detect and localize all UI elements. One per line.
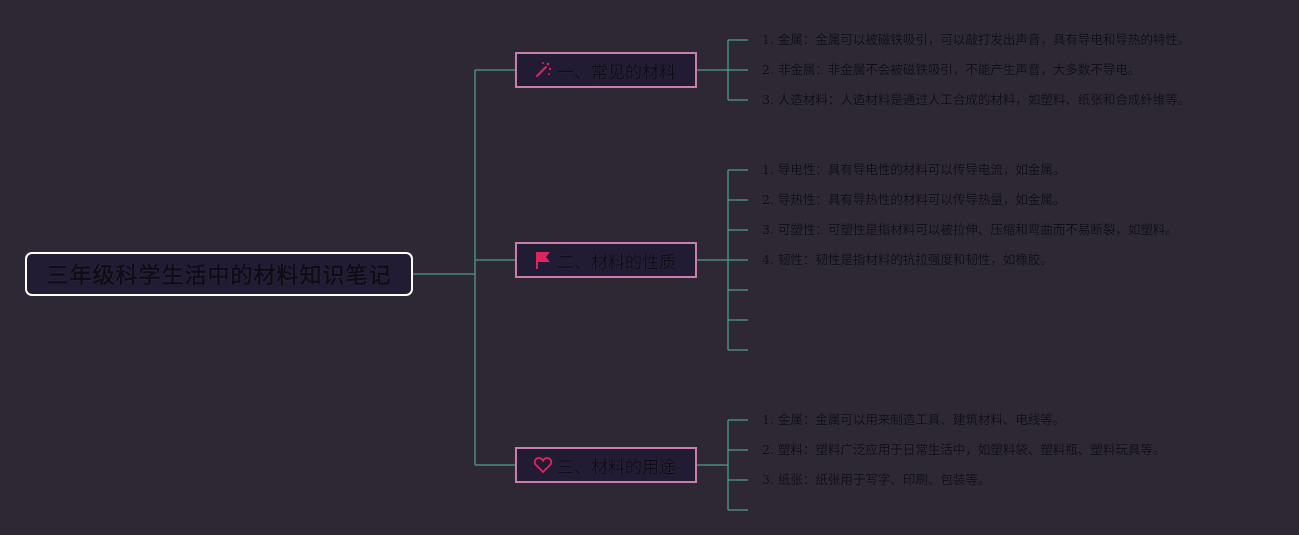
branch-node-common-materials[interactable]: 一、常见的材料	[515, 52, 697, 88]
branch-label: 二、材料的性质	[557, 252, 676, 273]
root-title: 三年级科学生活中的材料知识笔记	[46, 264, 392, 289]
leaf-node[interactable]: 4. 韧性：韧性是指材料的抗拉强度和韧性，如橡胶。	[762, 252, 1053, 267]
branch-node-material-properties[interactable]: 二、材料的性质	[515, 242, 697, 278]
leaf-node[interactable]: 1. 金属：金属可以被磁铁吸引，可以敲打发出声音，具有导电和导热的特性。	[762, 32, 1191, 47]
leaf-node[interactable]: 2. 塑料：塑料广泛应用于日常生活中，如塑料袋、塑料瓶、塑料玩具等。	[762, 442, 1166, 457]
branch-label: 三、材料的用途	[557, 457, 676, 478]
sparkle-wand-icon	[533, 60, 553, 80]
leaf-node[interactable]: 3. 人造材料：人造材料是通过人工合成的材料，如塑料、纸张和合成纤维等。	[762, 92, 1191, 107]
heart-icon	[533, 455, 553, 475]
leaf-node[interactable]: 1. 金属：金属可以用来制造工具、建筑材料、电线等。	[762, 412, 1066, 427]
branch-node-material-uses[interactable]: 三、材料的用途	[515, 447, 697, 483]
leaf-node[interactable]: 2. 非金属：非金属不会被磁铁吸引，不能产生声音，大多数不导电。	[762, 62, 1141, 77]
root-node[interactable]: 三年级科学生活中的材料知识笔记	[25, 252, 413, 296]
branch-label: 一、常见的材料	[557, 62, 676, 83]
leaf-node[interactable]: 2. 导热性：具有导热性的材料可以传导热量，如金属。	[762, 192, 1066, 207]
leaf-node[interactable]: 3. 可塑性：可塑性是指材料可以被拉伸、压缩和弯曲而不易断裂，如塑料。	[762, 222, 1178, 237]
leaf-node[interactable]: 1. 导电性：具有导电性的材料可以传导电流，如金属。	[762, 162, 1066, 177]
flag-icon	[533, 250, 553, 270]
leaf-node[interactable]: 3. 纸张：纸张用于写字、印刷、包装等。	[762, 472, 991, 487]
